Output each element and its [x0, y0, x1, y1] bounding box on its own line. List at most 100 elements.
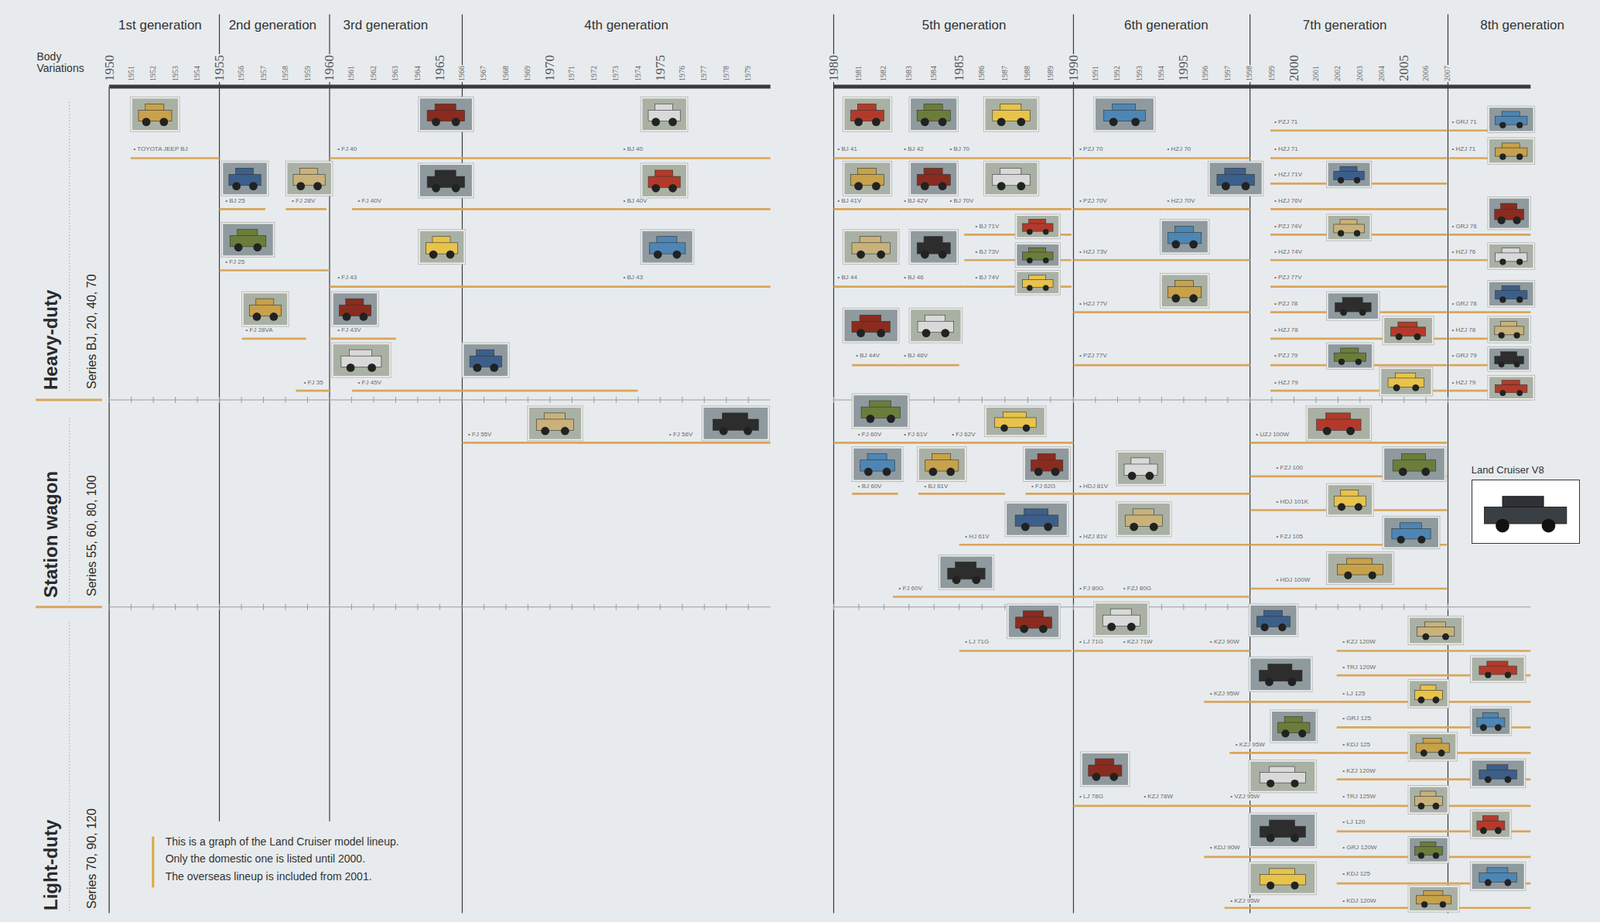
- note-text: This is a graph of the Land Cruiser mode…: [165, 835, 400, 848]
- photo-ground: [1250, 658, 1311, 691]
- generation-divider: [1447, 13, 1449, 913]
- car-body: [1333, 352, 1366, 362]
- photo-frame: [842, 96, 892, 132]
- car-wheel: [1421, 468, 1430, 477]
- photo-frame: [1270, 710, 1318, 743]
- photo-frame: [1470, 861, 1526, 891]
- photo-ground: [1117, 452, 1164, 485]
- photo-ground: [1210, 162, 1262, 195]
- car-body: [1336, 564, 1383, 576]
- photo-frame: [842, 307, 900, 343]
- car-cabin: [1037, 454, 1056, 462]
- car-wheel: [866, 414, 876, 424]
- car-wheel: [971, 575, 981, 585]
- car-cabin: [923, 103, 943, 111]
- car-wheel: [882, 468, 892, 477]
- model-bar: [242, 338, 307, 341]
- car-body: [1416, 895, 1452, 905]
- model-label: • BJ 46: [902, 274, 924, 282]
- year-label: 1979: [744, 64, 753, 83]
- generation-divider: [1073, 13, 1074, 913]
- model-bar: [1073, 208, 1163, 211]
- model-label: • KDJ 125: [1341, 871, 1371, 879]
- year-label: 1999: [1268, 64, 1276, 83]
- car-wheel: [142, 117, 151, 127]
- car-cabin: [955, 561, 977, 569]
- photo-ground: [1025, 448, 1070, 481]
- car-cabin: [1268, 766, 1295, 773]
- car-cabin: [654, 170, 673, 178]
- car-cabin: [543, 413, 565, 421]
- year-tick: [1271, 396, 1272, 404]
- photo-ground: [222, 162, 267, 195]
- car-wheel: [1495, 519, 1510, 534]
- photo-ground: [1016, 244, 1059, 267]
- year-tick: [153, 396, 154, 404]
- car-wheel: [1042, 229, 1050, 236]
- car-wheel: [1340, 308, 1348, 316]
- year-tick: [307, 604, 308, 611]
- car-wheel: [1484, 879, 1492, 887]
- model-bar: [898, 157, 944, 160]
- car-wheel: [446, 250, 455, 260]
- car-wheel: [1281, 729, 1289, 738]
- car-cabin: [256, 298, 274, 306]
- year-tick: [417, 396, 418, 404]
- timeline-top-bar: [834, 85, 1532, 89]
- car-wheel: [1241, 181, 1251, 191]
- photo-frame: [1094, 96, 1156, 132]
- photo-ground: [910, 162, 957, 195]
- car-wheel: [1221, 181, 1231, 191]
- car-cabin: [237, 229, 258, 236]
- car-cabin: [1175, 280, 1194, 288]
- model-bar: [898, 208, 944, 211]
- model-label: • KZJ 95W: [1234, 741, 1266, 749]
- model-label: • PZJ 74V: [1273, 223, 1303, 231]
- generation-header: 2nd generation: [227, 17, 318, 34]
- car-wheel: [1323, 427, 1332, 436]
- photo-frame: [1326, 552, 1395, 585]
- photo-ground: [1472, 811, 1511, 838]
- model-label: • PZJ 71: [1273, 119, 1299, 127]
- car-cabin: [1000, 167, 1022, 175]
- photo-frame: [640, 96, 688, 132]
- year-tick: [1249, 396, 1251, 404]
- year-tick: [1094, 396, 1096, 404]
- model-label: • BJ 74V: [974, 274, 1001, 282]
- model-bar: [1203, 856, 1337, 859]
- model-bar: [1073, 595, 1250, 599]
- year-label: 1959: [304, 64, 312, 83]
- car-cabin: [1420, 685, 1436, 691]
- car-wheel: [1149, 523, 1159, 532]
- year-label: 1953: [171, 64, 180, 83]
- year-label: 1975: [653, 54, 667, 83]
- photo-ground: [1409, 618, 1462, 644]
- model-label: • PZJ 78: [1273, 300, 1299, 308]
- year-tick: [328, 604, 330, 611]
- model-bar: [1203, 700, 1337, 704]
- year-label: 1983: [905, 64, 913, 83]
- model-label: • PZJ 70: [1078, 146, 1104, 154]
- year-tick: [1315, 604, 1317, 611]
- car-cabin: [1110, 608, 1132, 616]
- car-wheel: [653, 250, 663, 260]
- photo-ground: [1328, 293, 1379, 319]
- photo-frame: [1487, 316, 1531, 343]
- photo-ground: [1162, 274, 1208, 307]
- car-wheel: [1398, 468, 1408, 477]
- model-box-frame: [1471, 479, 1580, 544]
- year-tick: [981, 396, 983, 404]
- photo-ground: [1381, 369, 1432, 395]
- photo-frame: [221, 160, 269, 196]
- photo-frame: [1160, 273, 1210, 308]
- year-tick: [439, 604, 441, 611]
- photo-frame: [242, 291, 290, 327]
- model-label: • KDJ 120W: [1341, 898, 1377, 906]
- car-body: [1495, 116, 1528, 125]
- model-label: • GRJ 120W: [1341, 844, 1378, 852]
- band-series: Series 70, 90, 120: [85, 809, 100, 910]
- car-wheel: [1432, 697, 1440, 705]
- car-wheel: [1513, 216, 1522, 225]
- year-tick: [483, 396, 485, 404]
- year-tick: [1117, 396, 1118, 404]
